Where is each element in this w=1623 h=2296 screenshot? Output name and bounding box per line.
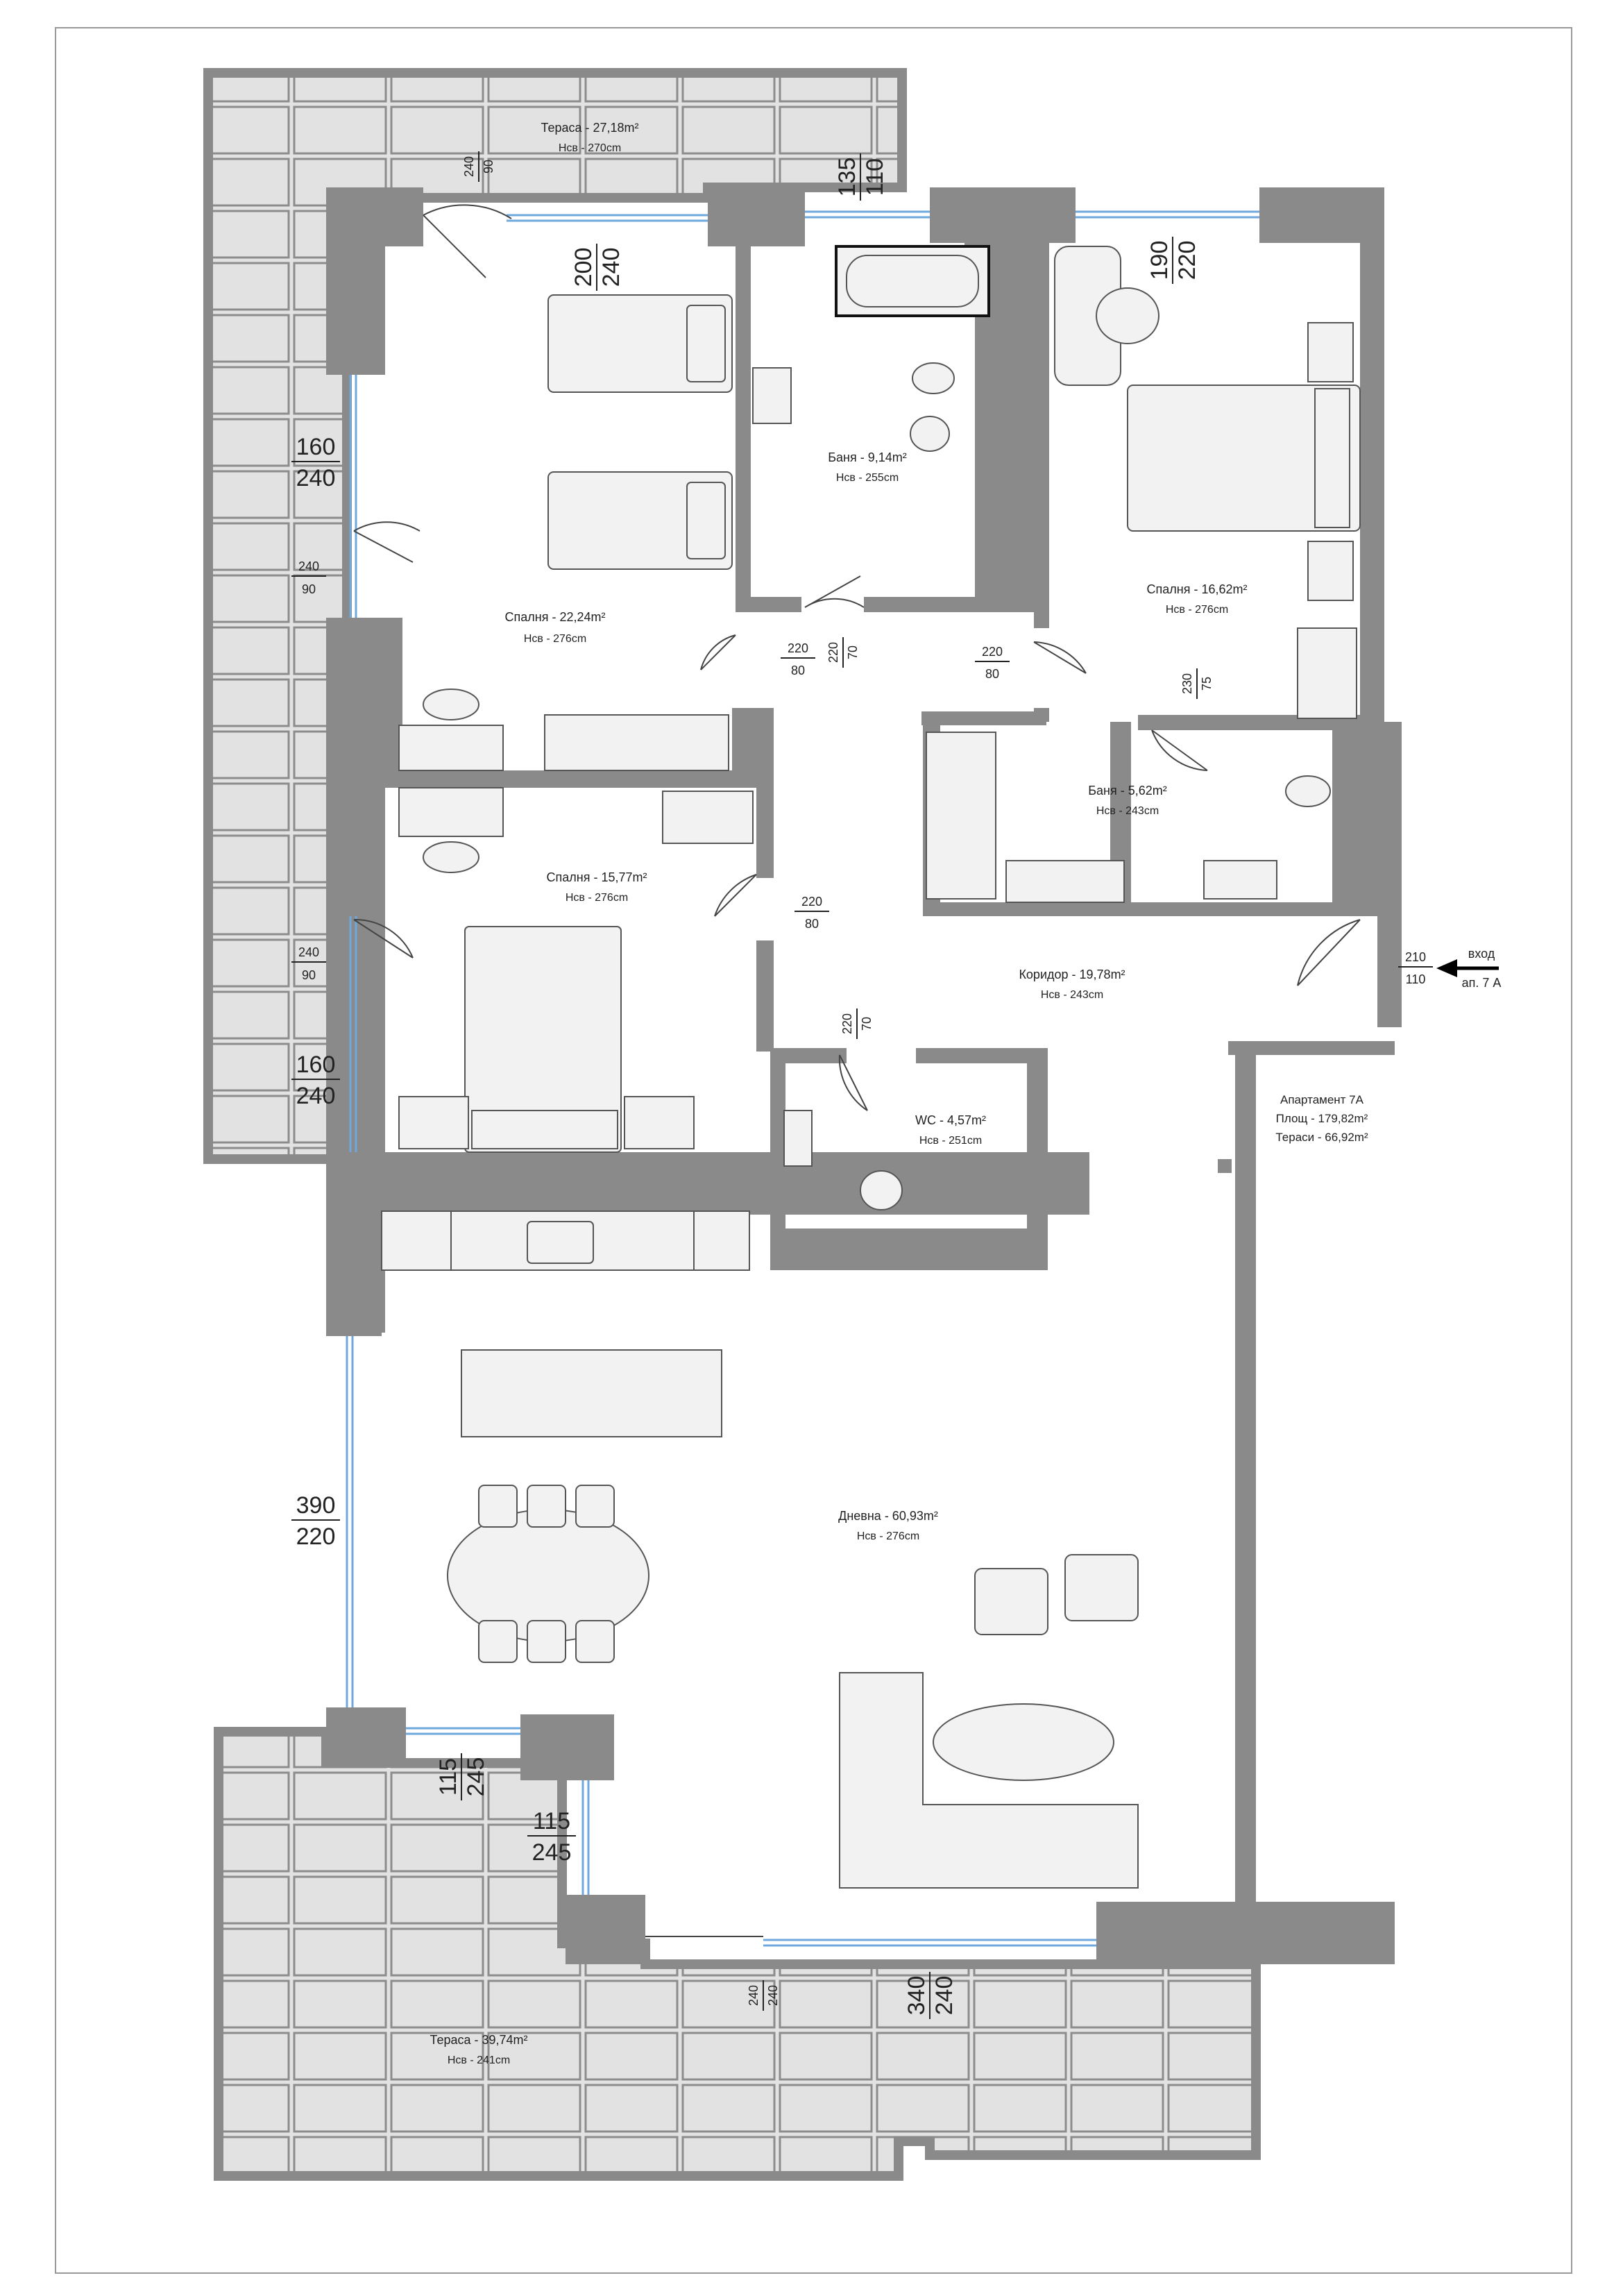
page-frame bbox=[55, 27, 1572, 2274]
svg-text:160: 160 bbox=[296, 1052, 336, 1078]
dim-bed1-terrace-door: 240 90 bbox=[291, 559, 326, 596]
dim-bed3-terrace-door: 240 90 bbox=[291, 945, 326, 982]
svg-text:110: 110 bbox=[1406, 972, 1426, 986]
bedroom-2-name: Спалня - 16,62m² bbox=[1147, 582, 1248, 596]
bedroom-2-height: Hсв - 276cm bbox=[1166, 604, 1228, 616]
wc-name: WC - 4,57m² bbox=[915, 1113, 986, 1127]
dim-wc-door: 220 70 bbox=[840, 1008, 874, 1039]
dim-living-window-small1: 115 245 bbox=[435, 1753, 489, 1800]
dim-bed1-window: 200 240 bbox=[570, 244, 624, 291]
doors bbox=[353, 204, 1361, 1937]
svg-text:70: 70 bbox=[846, 645, 860, 659]
svg-text:240: 240 bbox=[296, 465, 336, 491]
svg-text:220: 220 bbox=[826, 642, 840, 663]
windows bbox=[346, 210, 1259, 1947]
bath-2-height: Hсв - 243cm bbox=[1096, 805, 1159, 817]
dim-living-terrace-door: 240 240 bbox=[747, 1980, 780, 2011]
svg-text:190: 190 bbox=[1146, 241, 1173, 280]
dim-living-window: 390 220 bbox=[291, 1492, 340, 1550]
dim-bed2-door: 220 80 bbox=[975, 645, 1010, 681]
furniture bbox=[381, 245, 1361, 1889]
svg-text:210: 210 bbox=[1405, 950, 1426, 964]
svg-text:240: 240 bbox=[296, 1083, 336, 1109]
svg-text:75: 75 bbox=[1200, 677, 1214, 691]
arrow-left-icon bbox=[1436, 959, 1457, 977]
svg-text:200: 200 bbox=[570, 248, 597, 287]
walls bbox=[326, 187, 1402, 1964]
svg-text:230: 230 bbox=[1180, 673, 1194, 694]
svg-text:90: 90 bbox=[302, 968, 316, 982]
terrace-bottom-name: Тераса - 39,74m² bbox=[430, 2033, 527, 2047]
svg-text:240: 240 bbox=[598, 248, 624, 287]
bath-2-name: Баня - 5,62m² bbox=[1088, 784, 1167, 797]
room-labels: Тераса - 27,18m² Hсв - 270cm Спалня - 22… bbox=[430, 121, 1247, 2066]
svg-text:240: 240 bbox=[298, 945, 319, 959]
dim-bath-window: 135 110 bbox=[834, 153, 888, 201]
svg-text:70: 70 bbox=[860, 1017, 874, 1031]
svg-text:245: 245 bbox=[463, 1757, 489, 1797]
corridor-name: Коридор - 19,78m² bbox=[1019, 968, 1125, 981]
bedroom-3-name: Спалня - 15,77m² bbox=[547, 870, 647, 884]
svg-text:240: 240 bbox=[766, 1985, 780, 2006]
apartment-title: Апартамент 7А bbox=[1280, 1093, 1364, 1106]
apartment-terraces: Тераси - 66,92m² bbox=[1275, 1131, 1368, 1144]
svg-text:115: 115 bbox=[435, 1758, 461, 1796]
bedroom-1-name: Спалня - 22,24m² bbox=[505, 610, 606, 624]
svg-text:90: 90 bbox=[302, 582, 316, 596]
corridor-height: Hсв - 243cm bbox=[1041, 989, 1103, 1001]
dim-entrance-door: 210 110 bbox=[1398, 950, 1433, 986]
svg-text:220: 220 bbox=[982, 645, 1003, 659]
living-name: Дневна - 60,93m² bbox=[838, 1509, 938, 1523]
bath-1-name: Баня - 9,14m² bbox=[828, 450, 907, 464]
svg-text:220: 220 bbox=[1174, 241, 1200, 280]
svg-text:390: 390 bbox=[296, 1492, 336, 1519]
svg-text:340: 340 bbox=[903, 1976, 930, 2016]
apartment-area: Площ - 179,82m² bbox=[1276, 1112, 1368, 1125]
dim-living-window-small2: 115 245 bbox=[527, 1808, 576, 1866]
bath-1-height: Hсв - 255cm bbox=[836, 472, 899, 484]
svg-text:160: 160 bbox=[296, 434, 336, 460]
dim-bed3-door: 220 80 bbox=[794, 895, 829, 931]
svg-text:115: 115 bbox=[533, 1808, 570, 1834]
dim-bed1-side-window: 160 240 bbox=[291, 434, 340, 491]
svg-text:240: 240 bbox=[298, 559, 319, 573]
dim-bed3-window: 160 240 bbox=[291, 1052, 340, 1109]
dim-terrace-door-top: 240 90 bbox=[462, 151, 495, 182]
svg-text:110: 110 bbox=[862, 158, 888, 196]
bedroom-3-height: Hсв - 276cm bbox=[566, 892, 628, 904]
dim-bath2-door: 230 75 bbox=[1180, 668, 1214, 699]
dimension-labels: 220 80 220 80 220 80 240 90 240 90 210 1… bbox=[291, 151, 1433, 2019]
apartment-info: Апартамент 7А Площ - 179,82m² Тераси - 6… bbox=[1275, 1093, 1368, 1144]
wc-height: Hсв - 251cm bbox=[919, 1135, 982, 1147]
entrance-apartment: ап. 7 A bbox=[1462, 976, 1502, 990]
svg-text:240: 240 bbox=[931, 1976, 958, 2016]
terrace-top-name: Тераса - 27,18m² bbox=[541, 121, 638, 135]
svg-text:240: 240 bbox=[747, 1985, 760, 2006]
svg-text:80: 80 bbox=[805, 917, 819, 931]
living-height: Hсв - 276cm bbox=[857, 1530, 919, 1542]
svg-text:220: 220 bbox=[840, 1013, 854, 1034]
terrace-bottom-height: Hсв - 241cm bbox=[448, 2054, 510, 2066]
svg-text:240: 240 bbox=[462, 156, 476, 177]
svg-text:220: 220 bbox=[788, 641, 808, 655]
svg-text:80: 80 bbox=[791, 664, 805, 677]
svg-text:220: 220 bbox=[296, 1523, 336, 1550]
svg-text:135: 135 bbox=[834, 158, 860, 197]
svg-text:90: 90 bbox=[482, 160, 495, 174]
svg-text:80: 80 bbox=[985, 667, 999, 681]
dim-bed2-window: 190 220 bbox=[1146, 237, 1200, 284]
entrance-marker: вход ап. 7 A bbox=[1436, 947, 1501, 990]
svg-text:245: 245 bbox=[532, 1839, 572, 1866]
dim-bath1-door: 220 70 bbox=[826, 637, 860, 668]
entrance-label: вход bbox=[1468, 947, 1495, 961]
dim-bed1-door: 220 80 bbox=[781, 641, 815, 677]
dim-living-big-window: 340 240 bbox=[903, 1972, 958, 2019]
bedroom-1-height: Hсв - 276cm bbox=[524, 633, 586, 645]
terrace-top-height: Hсв - 270cm bbox=[559, 142, 621, 154]
svg-text:220: 220 bbox=[801, 895, 822, 909]
